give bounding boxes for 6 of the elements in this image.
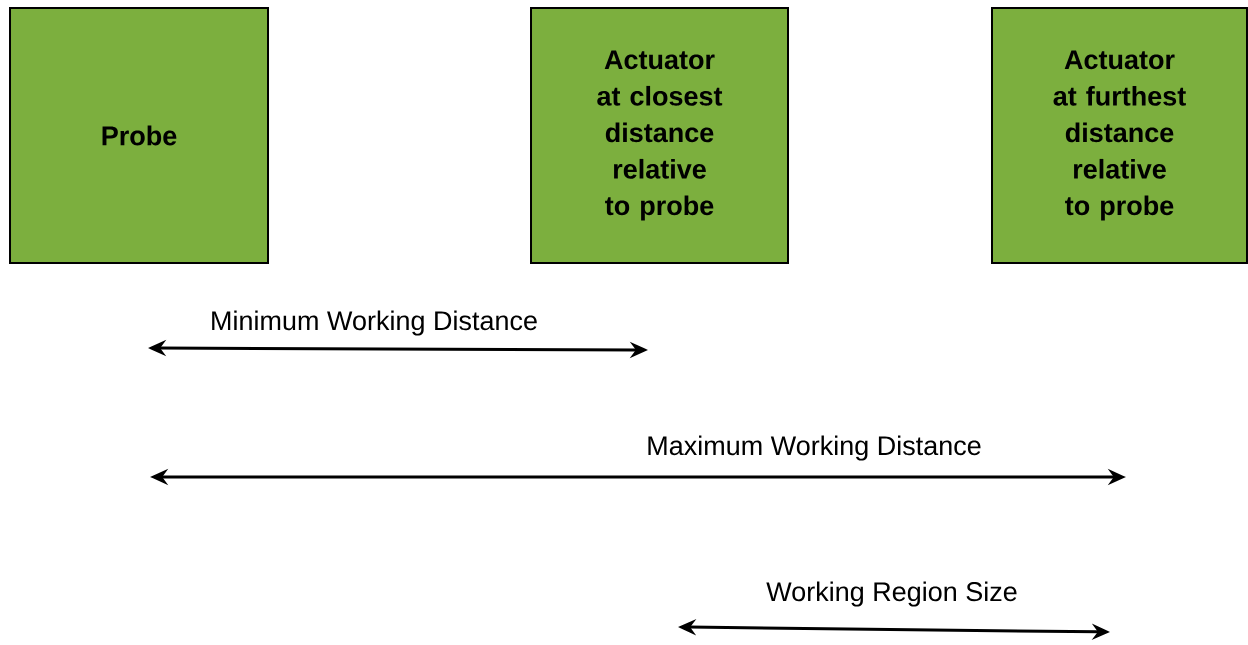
dimension-label: Minimum Working Distance (212, 310, 537, 336)
dimension-label: Working Region Size (766, 581, 1017, 607)
dimension-label: Maximum Working Distance (648, 435, 981, 461)
probe-box: Probe (9, 7, 269, 264)
actuator-box: Actuator at furthest distance relative to probe (991, 7, 1248, 264)
actuator-box: Actuator at closest distance relative to probe (530, 7, 789, 264)
